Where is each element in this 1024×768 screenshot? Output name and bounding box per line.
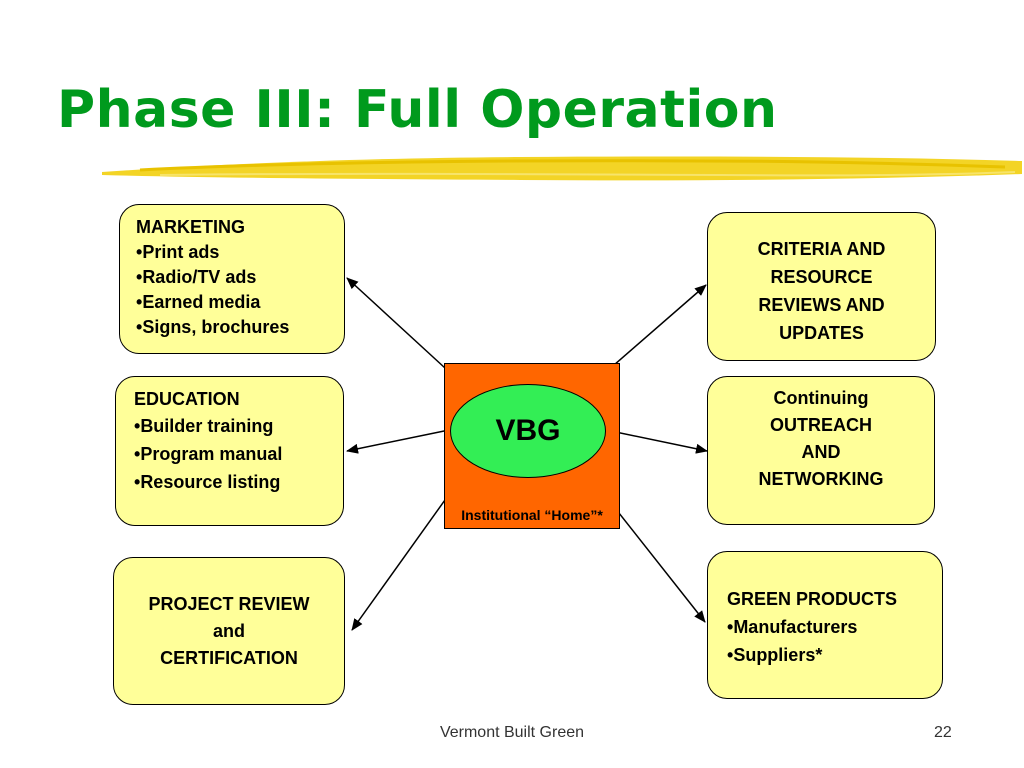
- decorative-brush-stroke: [102, 156, 1022, 181]
- vbg-oval: VBG: [450, 384, 606, 478]
- green-products-item: Suppliers*: [727, 641, 942, 669]
- project-review-line: PROJECT REVIEW: [148, 594, 310, 614]
- slide-title: Phase III: Full Operation: [57, 80, 778, 140]
- project-review-line: CERTIFICATION: [160, 648, 298, 668]
- criteria-line: UPDATES: [779, 323, 864, 343]
- outreach-line: Continuing: [773, 388, 869, 408]
- outreach-line: OUTREACH: [770, 415, 872, 435]
- criteria-line: REVIEWS AND: [758, 295, 885, 315]
- slide-footer: Vermont Built Green: [439, 724, 585, 741]
- outreach-line: AND: [801, 442, 841, 462]
- green-products-item: Manufacturers: [727, 613, 942, 641]
- outreach-line: NETWORKING: [758, 469, 884, 489]
- criteria-line: CRITERIA AND: [757, 239, 886, 259]
- project-review-box: PROJECT REVIEW and CERTIFICATION: [113, 557, 345, 705]
- green-products-box: GREEN PRODUCTS Manufacturers Suppliers*: [707, 551, 943, 699]
- green-products-heading: GREEN PRODUCTS: [727, 589, 898, 609]
- arrow-to-education: [346, 429, 450, 454]
- hub-caption: Institutional “Home”*: [461, 507, 603, 523]
- arrow-to-outreach: [594, 422, 708, 454]
- page-number: 22: [934, 724, 952, 741]
- marketing-item: Print ads: [136, 240, 344, 265]
- vbg-label: VBG: [495, 414, 561, 447]
- marketing-heading: MARKETING: [136, 217, 245, 237]
- education-heading: EDUCATION: [134, 389, 240, 409]
- education-box: EDUCATION Builder training Program manua…: [115, 376, 344, 526]
- project-review-line: and: [212, 621, 245, 641]
- marketing-item: Signs, brochures: [136, 315, 344, 340]
- outreach-box: Continuing OUTREACH AND NETWORKING: [707, 376, 935, 525]
- education-item: Builder training: [134, 412, 343, 440]
- marketing-item: Radio/TV ads: [136, 265, 344, 290]
- criteria-line: RESOURCE: [770, 267, 873, 287]
- criteria-box: CRITERIA AND RESOURCE REVIEWS AND UPDATE…: [707, 212, 936, 361]
- institutional-home-hub: VBG Institutional “Home”*: [444, 363, 620, 529]
- marketing-box: MARKETING Print ads Radio/TV ads Earned …: [119, 204, 345, 354]
- marketing-item: Earned media: [136, 290, 344, 315]
- education-item: Resource listing: [134, 468, 343, 496]
- arrow-to-marketing: [346, 277, 446, 369]
- education-item: Program manual: [134, 440, 343, 468]
